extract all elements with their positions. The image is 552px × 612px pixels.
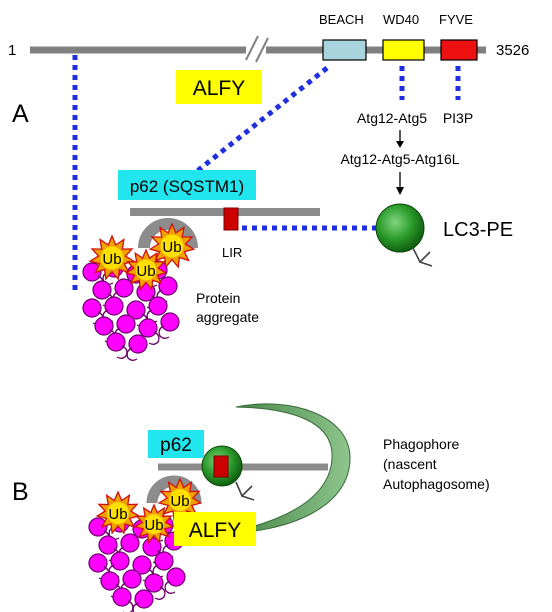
ub-burst-b3 [133, 503, 175, 544]
aggregate-protein-blob [148, 296, 168, 316]
aggregate-protein-blob [144, 573, 164, 593]
beach-domain-label: BEACH [319, 12, 364, 27]
ub-burst-core [160, 234, 184, 258]
lc3-pe-lipid-tail-b [235, 481, 255, 501]
alfy-name-label: ALFY [193, 77, 246, 100]
ub-burst-a2 [148, 222, 196, 269]
aggregate-protein-blob [114, 278, 134, 298]
aggregate-protein-blob [82, 298, 102, 318]
lc3-pe-label: LC3-PE [443, 219, 513, 241]
aggregate-protein-blob [120, 533, 140, 553]
aggregate-protein-blob [106, 332, 126, 352]
fyve-domain-box [440, 39, 478, 61]
aggregate-protein-strand [132, 602, 139, 612]
ub-label-b1: Ub [108, 506, 127, 523]
alfy-box-b [174, 512, 256, 546]
p62-box-b [148, 430, 204, 458]
arrow-atg16l-to-lc3 [396, 172, 404, 195]
aggregate-protein-blob [98, 535, 118, 555]
ub-burst-a1 [88, 234, 136, 281]
alfy-name-box [176, 70, 262, 104]
aggregate-protein-blob [88, 517, 108, 537]
ub-burst-core [144, 514, 164, 534]
fyve-domain-label: FYVE [439, 12, 473, 27]
atg12-atg5-label: Atg12-Atg5 [357, 110, 427, 126]
protein-start-label: 1 [8, 42, 16, 59]
phagophore-label-line3: Autophagosome) [383, 476, 490, 492]
ubiquitin-group-b: Ub Ub Ub [95, 477, 203, 544]
aggregate-protein-blob [158, 276, 178, 296]
protein-aggregate-b [88, 513, 186, 612]
ub-burst-core [135, 259, 157, 281]
aggregate-protein-blob [138, 318, 158, 338]
lc3-pe-sphere [375, 203, 425, 253]
panel-a-label: A [12, 100, 29, 128]
aggregate-protein-blob [110, 551, 130, 571]
aggregate-protein-blob [94, 316, 114, 336]
aggregate-protein-strand [116, 345, 128, 359]
aggregate-protein-strand [126, 347, 138, 361]
ub-burst-b1 [95, 490, 141, 535]
aggregate-protein-blob [166, 567, 186, 587]
panel-b: B p62 Ub Ub Ub ALFY Phagophore (nascent … [12, 403, 490, 612]
beach-p62-link [194, 66, 329, 174]
phagophore-label-line1: Phagophore [383, 436, 460, 452]
ub-label-a2: Ub [162, 239, 181, 256]
p62-sqstm1-box [118, 170, 256, 200]
atg12-atg5-atg16l-label: Atg12-Atg5-Atg16L [340, 151, 459, 167]
aggregate-protein-blob [122, 569, 142, 589]
ub-burst-a3 [124, 248, 168, 291]
aggregate-protein-blob [134, 589, 154, 609]
aggregate-protein-blob [160, 312, 180, 332]
lir-motif-box-b [213, 455, 229, 478]
lir-label: LIR [222, 245, 242, 260]
ub-label-a1: Ub [102, 251, 121, 268]
aggregate-protein-blob [126, 300, 146, 320]
protein-aggregate-label-line1: Protein [196, 290, 240, 306]
aggregate-protein-blob [154, 551, 174, 571]
ub-label-b2: Ub [170, 493, 189, 510]
aggregate-protein-blob [100, 571, 120, 591]
ub-burst-core [107, 502, 129, 524]
phagophore-label-line2: (nascent [383, 456, 437, 472]
p62-sqstm1-label: p62 (SQSTM1) [130, 177, 244, 196]
aggregate-protein-strand [154, 586, 166, 600]
aggregate-protein-blob [88, 553, 108, 573]
aggregate-protein-strand [148, 331, 160, 345]
aggregate-protein-strand [123, 600, 134, 612]
protein-end-label: 3526 [496, 42, 529, 59]
wd40-domain-box [382, 39, 425, 61]
alfy-label-b: ALFY [189, 519, 242, 542]
protein-break-mark [245, 35, 269, 63]
protein-aggregate-label-line2: aggregate [196, 309, 259, 325]
aggregate-protein-blob [132, 555, 152, 575]
aggregate-protein-blob [116, 314, 136, 334]
aggregate-protein-strand [164, 580, 176, 594]
pi3p-label: PI3P [443, 110, 473, 126]
aggregate-protein-strand [158, 325, 170, 339]
arrow-atg5-to-atg16l [396, 130, 404, 148]
aggregate-protein-blob [128, 334, 148, 354]
ubiquitin-group-a: Ub Ub Ub [88, 222, 196, 291]
panel-a: A Atg12-Atg5 PI3P Atg12-Atg5-Atg16L p62 … [12, 55, 513, 361]
p62-label-b: p62 [160, 435, 192, 456]
aggregate-protein-blob [82, 262, 102, 282]
ub-burst-core [100, 246, 124, 270]
aggregate-protein-blob [92, 280, 112, 300]
aggregate-protein-blob [112, 587, 132, 607]
panel-b-label: B [12, 478, 29, 506]
aggregate-protein-blob [104, 296, 124, 316]
ub-label-a3: Ub [136, 263, 155, 280]
beach-domain-box [322, 39, 367, 61]
wd40-domain-label: WD40 [383, 12, 419, 27]
ub-burst-core [169, 489, 191, 511]
lir-motif-box [223, 207, 239, 231]
ub-label-b3: Ub [144, 517, 163, 534]
lc3-pe-lipid-tail [412, 247, 433, 267]
protein-domain-map: 1 3526 BEACH WD40 FYVE ALFY [8, 12, 529, 104]
